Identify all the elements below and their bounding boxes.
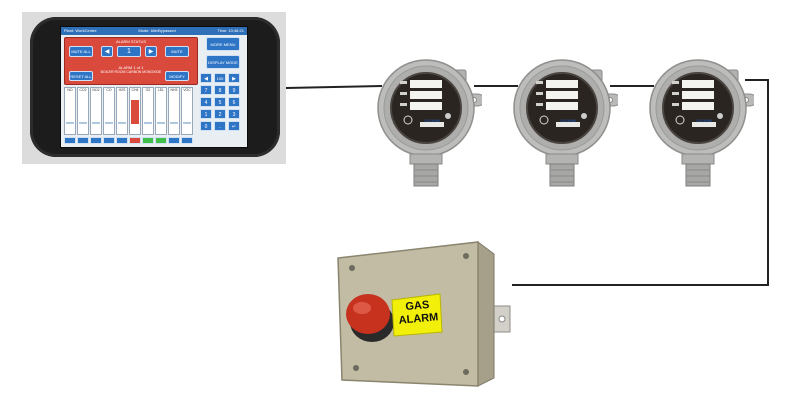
reset-all-button[interactable]: RESET ALL [69,71,93,81]
channel-label: NO [67,88,73,92]
key-1[interactable]: 1 [200,109,212,119]
channel-label: CO2 [79,88,87,92]
key-left[interactable]: ◀ [200,73,212,83]
gas-detector-1: OLDHAM [370,56,485,190]
key-100[interactable]: 100 [214,73,226,83]
detector-graphic [513,59,621,187]
gas-alarm-label: GAS ALARM [391,298,445,328]
key-right[interactable]: ▶ [228,73,240,83]
detector-brand-label: OLDHAM [696,119,712,123]
key-6[interactable]: 6 [228,97,240,107]
channel-bar: O2 [142,87,154,135]
channel-label: O2 [145,88,151,92]
prev-alarm-button[interactable]: ◀ [101,46,113,57]
channel-level-fill [183,122,191,124]
channel-select-button[interactable] [90,137,102,144]
channel-bar: VOC [181,87,193,135]
status-right: Time: 10:46:21 [217,28,244,33]
channel-select-button[interactable] [116,137,128,144]
channel-bar: CO [103,87,115,135]
alarm-status-title: ALARM STATUS [115,39,147,44]
channel-label: NH3 [170,88,178,92]
display-mode-button[interactable]: DISPLAY MODE [206,55,240,69]
channel-label: VOC [183,88,191,92]
channel-bar: LEL [155,87,167,135]
channel-level-fill [79,122,87,124]
hmi-side-controls: MORE MENU DISPLAY MODE ◀ 100 ▶ 7 8 9 4 5… [200,37,244,145]
status-left: Plant: WorkCentre [64,28,97,33]
channel-bar: NO2 [90,87,102,135]
channel-level-fill [144,122,152,124]
more-menu-button[interactable]: MORE MENU [206,37,240,51]
key-3[interactable]: 3 [228,109,240,119]
channel-bar: CO2 [77,87,89,135]
key-5[interactable]: 5 [214,97,226,107]
channel-bar: H2S [116,87,128,135]
channel-label: CO [106,88,112,92]
channel-select-button[interactable] [181,137,193,144]
status-mid: Mode: Idle/Bypassed [138,28,176,33]
channel-select-button[interactable] [103,137,115,144]
channel-select-button[interactable] [155,137,167,144]
channel-level-fill [131,100,139,124]
channel-level-fill [92,122,100,124]
channel-bar: CH4 [129,87,141,135]
arrow-right-icon: ▶ [232,76,236,82]
channel-select-button[interactable] [129,137,141,144]
wire-panel-to-detector-1 [285,85,383,89]
arrow-left-icon: ◀ [204,76,208,82]
channel-level-fill [66,122,74,124]
channel-select-button[interactable] [77,137,89,144]
channel-level-fill [118,122,126,124]
key-dot[interactable]: . [214,121,226,131]
channel-label: LEL [157,88,165,92]
key-9[interactable]: 9 [228,85,240,95]
channel-select-button[interactable] [64,137,76,144]
channel-select-button[interactable] [168,137,180,144]
arrow-right-icon: ▶ [148,49,154,55]
key-0[interactable]: 0 [200,121,212,131]
alarm-number: 1 [117,46,141,57]
gas-alarm-unit: GAS ALARM [328,240,528,390]
detector-brand-label: OLDHAM [560,119,576,123]
channel-label: NO2 [92,88,100,92]
alarm-status-panel: ALARM STATUS MUTE ALL ◀ 1 ▶ MUTE RESET A… [64,37,198,85]
arrow-left-icon: ◀ [104,49,110,55]
channel-level-fill [170,122,178,124]
key-4[interactable]: 4 [200,97,212,107]
channel-bar: NO [64,87,76,135]
next-alarm-button[interactable]: ▶ [145,46,157,57]
gas-detector-2: OLDHAM [506,56,621,190]
hmi-status-bar: Plant: WorkCentre Mode: Idle/Bypassed Ti… [61,27,247,35]
alarm-description-text: BOILER ROOM CARBON MONOXIDE [100,70,162,74]
detector-brand-label: OLDHAM [424,119,440,123]
gas-detector-3: OLDHAM [642,56,757,190]
channel-bar: NH3 [168,87,180,135]
key-7[interactable]: 7 [200,85,212,95]
alarm-counter-text: ALARM 1 of 1 [118,65,144,70]
channel-label: H2S [118,88,126,92]
hmi-screen: Plant: WorkCentre Mode: Idle/Bypassed Ti… [60,26,248,148]
mute-all-button[interactable]: MUTE ALL [69,46,93,57]
detector-graphic [649,59,757,187]
key-enter[interactable]: ↵ [228,121,240,131]
wire-detector-3-to-alarm [512,79,769,286]
key-2[interactable]: 2 [214,109,226,119]
enter-icon: ↵ [231,124,237,130]
detector-graphic [377,59,485,187]
mute-button[interactable]: MUTE [165,46,189,57]
channel-select-button[interactable] [142,137,154,144]
channel-level-fill [157,122,165,124]
modify-button[interactable]: MODIFY [165,71,189,81]
channel-label: CH4 [131,88,139,92]
channel-level-fill [105,122,113,124]
key-8[interactable]: 8 [214,85,226,95]
channel-bar-graph: NO CO2 NO2 CO H2S CH4 O2 LEL NH3 VOC [64,87,196,145]
alarm-push-button[interactable] [346,294,390,336]
